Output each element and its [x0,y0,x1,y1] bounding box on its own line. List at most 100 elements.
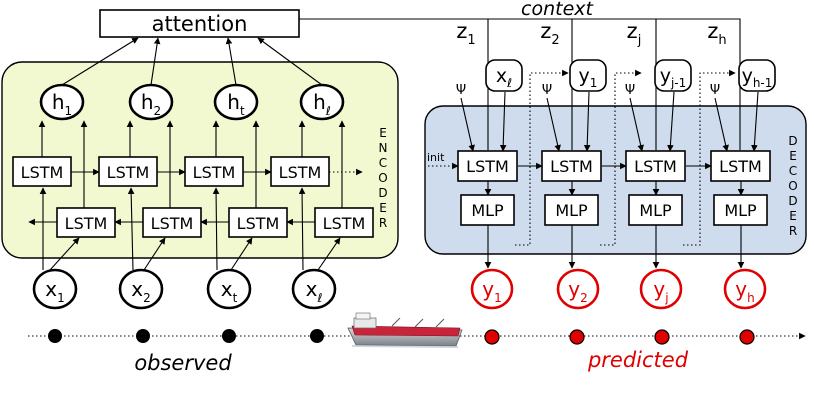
encoder-letter: N [379,141,388,155]
predicted-output-label: yh [735,277,754,305]
decoder-lstm-label: LSTM [466,157,509,176]
forward-lstm-cell [184,156,244,187]
input-label: xℓ [306,277,323,305]
hidden-state-node [128,83,174,121]
decoder-lstm-cell [457,150,518,182]
backward-lstm-cell [228,207,288,238]
feedback-input-box [654,59,692,92]
feedback-input-box [738,59,776,92]
input-node [32,268,78,310]
psi-label: Ψ [625,83,635,98]
mlp-box [544,194,599,226]
feedback-input-label: xℓ [496,65,512,90]
predicted-output-label: y2 [568,277,587,305]
mlp-box [460,194,515,226]
predicted-point [484,329,500,345]
backward-lstm-label: LSTM [323,214,366,233]
predicted-point [654,329,670,345]
feedback-input-label: yj-1 [660,65,687,90]
encoder-letter: O [378,171,387,185]
mlp-label: MLP [471,201,504,220]
decoder-letter: E [789,149,797,163]
forward-lstm-cell [98,156,158,187]
backward-lstm-label: LSTM [151,214,194,233]
decoder-lstm-label: LSTM [634,157,677,176]
psi-label: Ψ [542,83,552,98]
encoder-letter: R [379,216,387,230]
observed-point [48,329,62,343]
context-line [299,18,741,150]
mlp-label: MLP [724,201,757,220]
context-label: context [521,0,594,20]
decoder-connections [428,69,759,269]
hidden-state-node [299,83,345,121]
feedback-input-box [569,59,607,92]
ship-icon [347,312,463,348]
encoder-letter: E [379,201,387,215]
predicted-output-node [556,268,600,310]
psi-label: Ψ [456,83,466,98]
hidden-state-label: h1 [52,90,72,118]
hidden-state-node [39,83,85,121]
context-vector-label: z1 [456,19,475,48]
forward-lstm-label: LSTM [21,163,64,182]
predicted-output-node [470,268,514,310]
context-vector-label: z2 [540,19,559,48]
input-node [206,268,252,310]
forward-lstm-label: LSTM [107,163,150,182]
backward-lstm-cell [314,207,374,238]
mlp-label: MLP [639,201,672,220]
decoder-letter: D [788,134,797,148]
mlp-box [628,194,683,226]
backward-lstm-cell [56,207,116,238]
attention-label: attention [152,12,248,36]
decoder-letter: E [789,209,797,223]
decoder-letter: R [789,224,797,238]
hidden-state-node [213,83,259,121]
decoder-letter: D [788,194,797,208]
predicted-output-label: y1 [482,277,501,305]
observed-point [310,329,324,343]
hidden-state-label: ht [227,90,245,118]
feedback-input-label: yh-1 [742,65,773,90]
input-label: x2 [131,277,150,305]
predicted-output-node [639,268,683,310]
mlp-label: MLP [555,201,588,220]
predicted-point [569,329,585,345]
feedback-input-box [485,59,523,92]
forward-lstm-cell [12,156,72,187]
forward-lstm-label: LSTM [279,163,322,182]
decoder-lstm-label: LSTM [719,157,762,176]
forward-lstm-label: LSTM [193,163,236,182]
encoder-letter: D [378,186,387,200]
predicted-point [739,329,755,345]
decoder-lstm-cell [541,150,602,182]
hidden-state-label: h2 [141,90,161,118]
input-node [118,268,164,310]
psi-label: Ψ [710,83,720,98]
observed-label: observed [134,351,232,375]
encoder-letter: C [379,156,387,170]
mlp-box [713,194,768,226]
decoder-letter: O [788,179,797,193]
hidden-state-label: hℓ [313,90,331,118]
input-node [291,268,337,310]
decoder-lstm-cell [625,150,686,182]
encoder-to-attention-arrows [61,37,323,86]
backward-lstm-label: LSTM [65,214,108,233]
attention-box [99,9,300,38]
context-vector-label: zj [627,19,642,48]
init-label: init [427,151,445,164]
input-label: xt [221,277,238,305]
feedback-input-label: y1 [579,65,598,90]
decoder-letter: C [789,164,797,178]
context-vector-label: zh [707,19,726,48]
input-label: x1 [45,277,64,305]
backward-lstm-label: LSTM [237,214,280,233]
predicted-output-label: yj [653,277,668,305]
backward-lstm-cell [142,207,202,238]
decoder-lstm-label: LSTM [550,157,593,176]
predicted-label: predicted [587,348,689,372]
encoder-connections [28,120,363,271]
